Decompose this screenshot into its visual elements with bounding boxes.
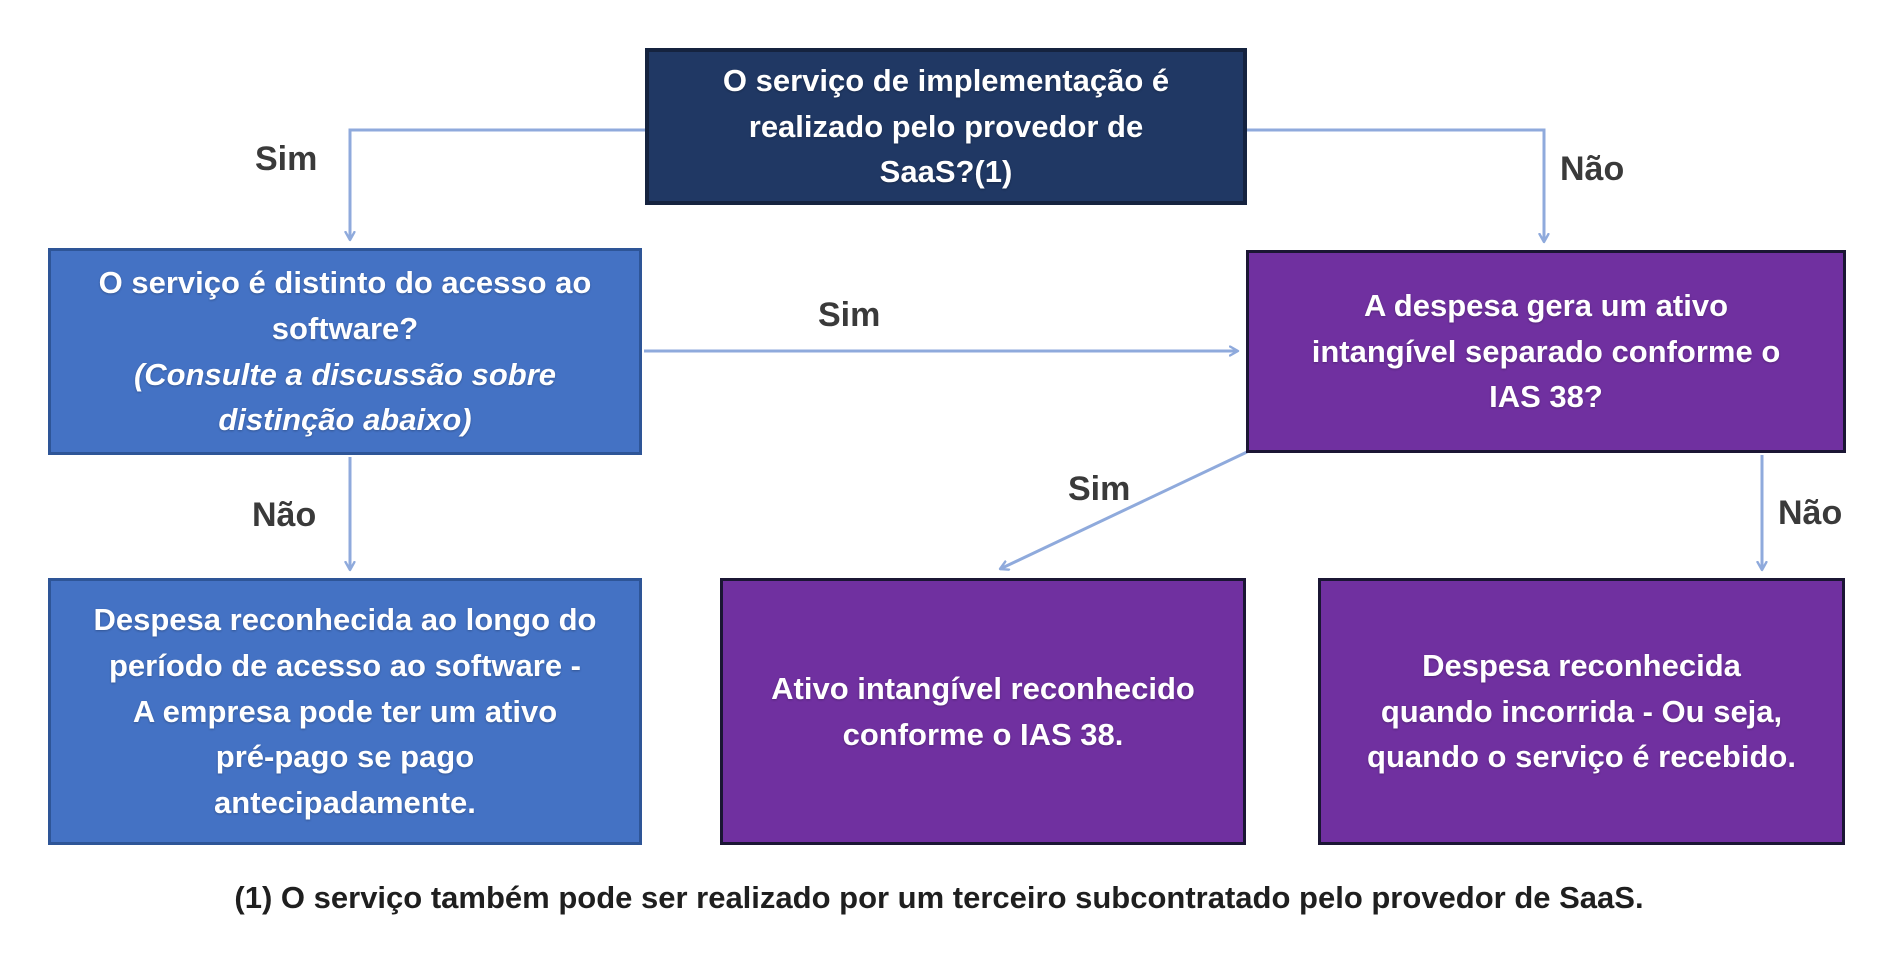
node-intangible-recognized-text: Ativo intangível reconhecido conforme o … bbox=[771, 670, 1195, 752]
node-expense-when-incurred: Despesa reconhecida quando incorrida - O… bbox=[1318, 578, 1845, 845]
edge-label-sim-root-to-distinct: Sim bbox=[255, 140, 318, 178]
edge-label-nao-ias38-to-expense: Não bbox=[1778, 494, 1843, 532]
arrow-root-to-distinct bbox=[350, 128, 645, 240]
node-service-distinct-question: O serviço é distinto do acesso ao softwa… bbox=[48, 248, 642, 455]
edge-label-sim-ias38-to-intangible: Sim bbox=[1068, 470, 1131, 508]
arrow-root-to-ias38 bbox=[1247, 128, 1544, 242]
node-service-distinct-note: (Consulte a discussão sobre distinção ab… bbox=[133, 356, 557, 438]
edge-label-sim-distinct-to-ias38: Sim bbox=[818, 296, 881, 334]
footnote: (1) O serviço também pode ser realizado … bbox=[234, 880, 1644, 915]
node-implementation-question: O serviço de implementação é realizado p… bbox=[645, 48, 1247, 205]
node-service-distinct-text: O serviço é distinto do acesso ao softwa… bbox=[98, 264, 592, 346]
edge-label-nao-distinct-to-expense: Não bbox=[252, 496, 317, 534]
node-intangible-asset-question-text: A despesa gera um ativo intangível separ… bbox=[1311, 287, 1781, 415]
node-implementation-question-text: O serviço de implementação é realizado p… bbox=[722, 62, 1170, 190]
node-expense-when-incurred-text: Despesa reconhecida quando incorrida - O… bbox=[1367, 647, 1796, 775]
node-expense-over-access-period: Despesa reconhecida ao longo do período … bbox=[48, 578, 642, 845]
edge-label-nao-root-to-ias38: Não bbox=[1560, 150, 1625, 188]
node-intangible-recognized: Ativo intangível reconhecido conforme o … bbox=[720, 578, 1246, 845]
node-intangible-asset-question: A despesa gera um ativo intangível separ… bbox=[1246, 250, 1846, 453]
node-expense-over-access-period-text: Despesa reconhecida ao longo do período … bbox=[93, 601, 597, 821]
